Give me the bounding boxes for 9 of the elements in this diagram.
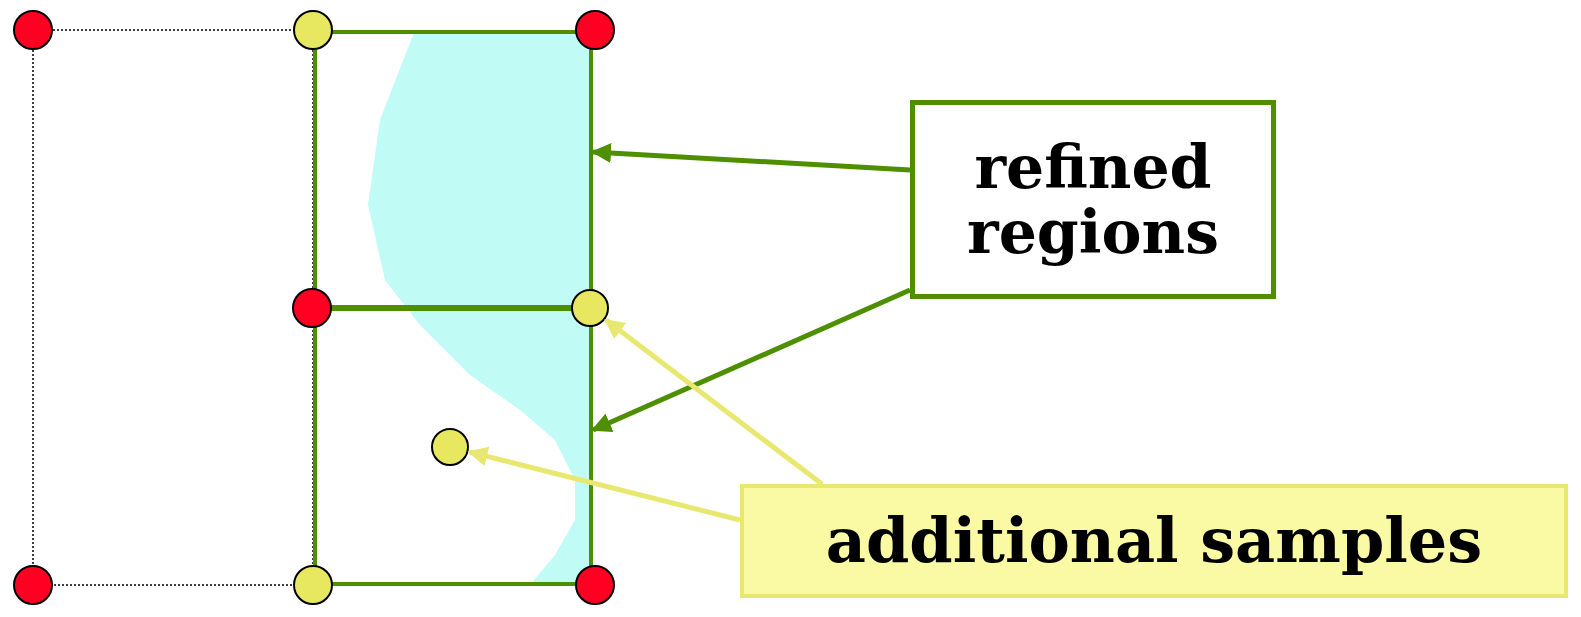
leader-arrow bbox=[467, 446, 741, 523]
callout-box bbox=[910, 100, 1276, 299]
sample-dot bbox=[431, 428, 469, 466]
callout-box bbox=[740, 484, 1568, 598]
callout-label: refined regions bbox=[966, 134, 1220, 265]
leader-arrow bbox=[591, 142, 911, 173]
leader-arrow bbox=[591, 287, 911, 433]
leader-arrow bbox=[604, 318, 824, 486]
callout-label: additional samples bbox=[825, 507, 1483, 575]
